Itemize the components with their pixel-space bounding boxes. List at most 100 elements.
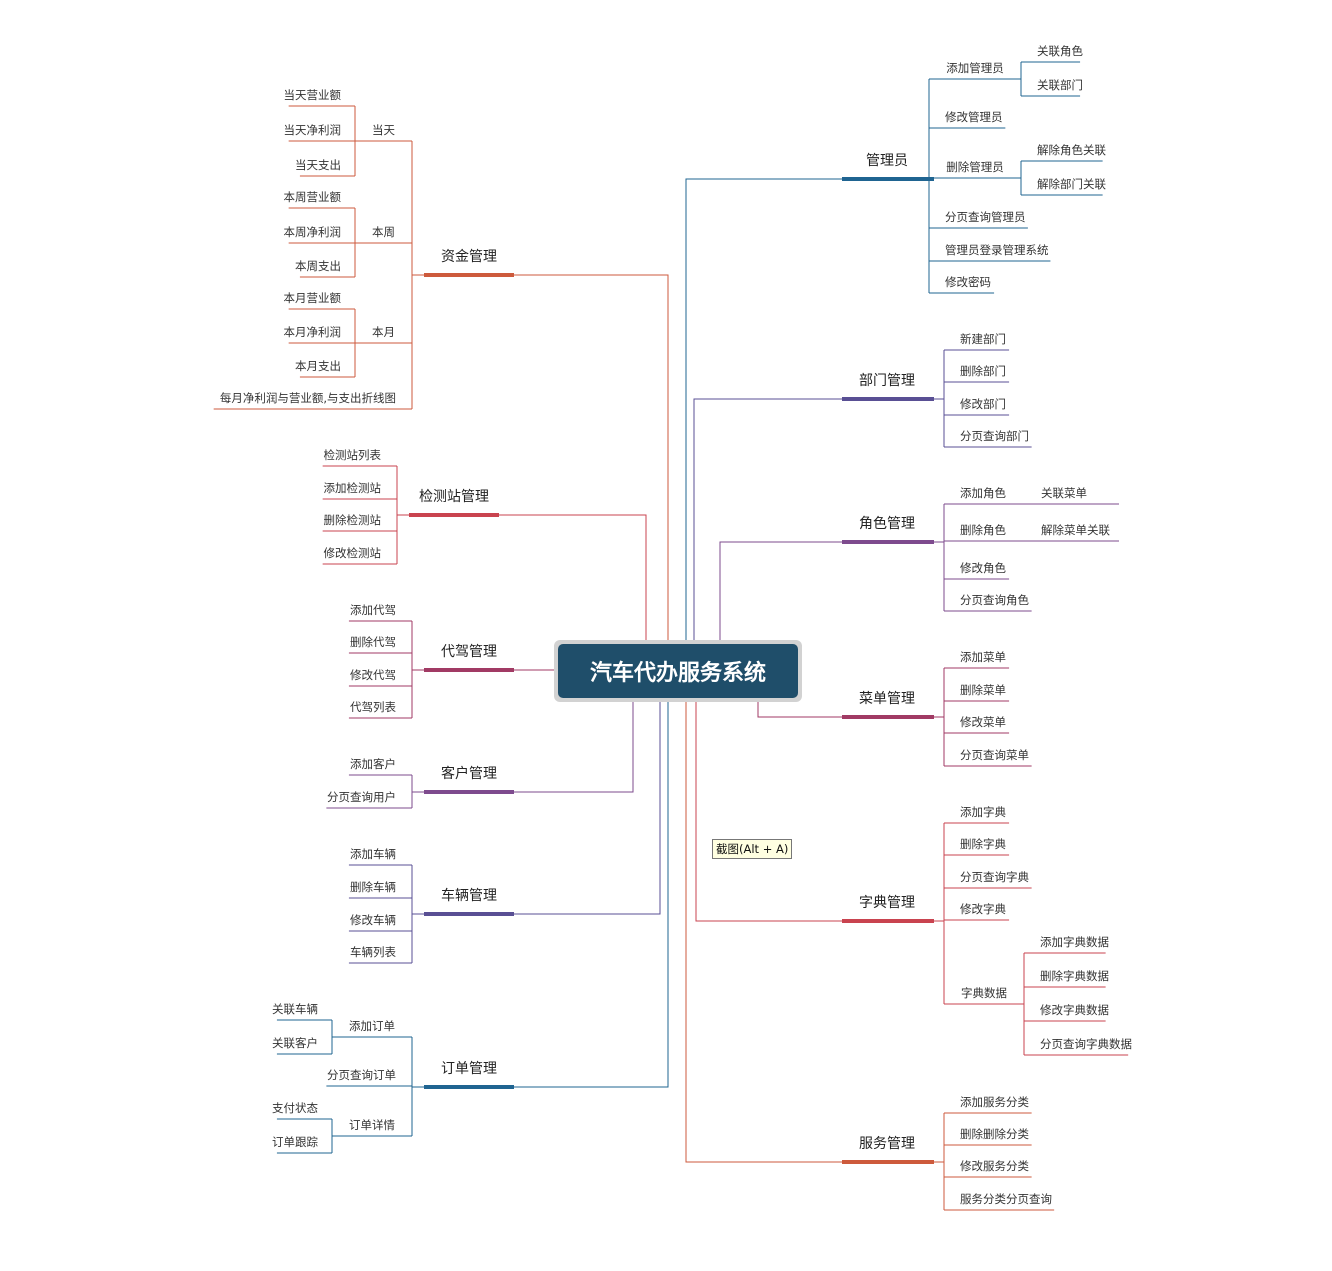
node-labels: 资金管理当天当天营业额当天净利润当天支出本周本周营业额本周净利润本周支出本月本月… [220, 44, 1133, 1206]
subtopic-label[interactable]: 字典数据 [961, 986, 1007, 1000]
subtopic-label[interactable]: 添加订单 [349, 1019, 395, 1033]
subtopic-label[interactable]: 当天 [372, 123, 395, 137]
subtopic-label[interactable]: 本周 [372, 225, 395, 239]
leaf-label[interactable]: 删除字典数据 [1040, 969, 1109, 983]
leaf-label[interactable]: 本月净利润 [284, 325, 342, 339]
leaf-label[interactable]: 本周营业额 [284, 190, 342, 204]
leaf-label[interactable]: 关联菜单 [1041, 486, 1087, 500]
subtopic-label[interactable]: 检测站列表 [324, 448, 382, 462]
branch-topic-1[interactable]: 检测站管理 [419, 489, 489, 505]
branch-connector [514, 640, 661, 915]
subtopic-label[interactable]: 服务分类分页查询 [960, 1192, 1052, 1206]
branch-topic-2[interactable]: 角色管理 [859, 515, 915, 532]
subtopic-label[interactable]: 修改部门 [960, 397, 1006, 411]
subtopic-label[interactable]: 修改菜单 [960, 715, 1006, 729]
subtopic-label[interactable]: 添加角色 [960, 486, 1006, 500]
subtopic-label[interactable]: 删除部门 [960, 364, 1006, 378]
subtopic-label[interactable]: 修改角色 [960, 561, 1006, 575]
branch-connector [499, 514, 647, 640]
subtopic-label[interactable]: 删除字典 [960, 837, 1006, 851]
subtopic-label[interactable]: 添加字典 [960, 805, 1006, 819]
branch-topic-1[interactable]: 部门管理 [859, 373, 915, 389]
leaf-label[interactable]: 解除部门关联 [1037, 177, 1106, 191]
leaf-label[interactable]: 关联客户 [272, 1036, 318, 1050]
subtopic-label[interactable]: 分页查询订单 [327, 1068, 396, 1082]
subtopic-label[interactable]: 订单详情 [349, 1118, 395, 1132]
leaf-label[interactable]: 关联部门 [1037, 78, 1083, 92]
subtopic-label[interactable]: 添加服务分类 [960, 1095, 1029, 1109]
subtopic-label[interactable]: 删除角色 [960, 523, 1006, 537]
branch-connector [685, 702, 842, 1163]
subtopic-label[interactable]: 分页查询角色 [960, 593, 1029, 607]
central-topic-label: 汽车代办服务系统 [590, 660, 766, 686]
leaf-label[interactable]: 关联角色 [1037, 44, 1083, 58]
leaf-label[interactable]: 修改字典数据 [1040, 1003, 1109, 1017]
subtopic-label[interactable]: 添加管理员 [946, 61, 1004, 75]
subtopic-label[interactable]: 删除菜单 [960, 683, 1006, 697]
subtopic-label[interactable]: 分页查询管理员 [945, 210, 1026, 224]
leaf-label[interactable]: 当天净利润 [284, 123, 342, 137]
connector-lines [213, 61, 1129, 1211]
subtopic-label[interactable]: 每月净利润与营业额,与支出折线图 [220, 391, 396, 405]
screenshot-tooltip: 截图(Alt + A) [712, 839, 793, 859]
leaf-label[interactable]: 分页查询字典数据 [1040, 1037, 1132, 1051]
subtopic-label[interactable]: 删除车辆 [350, 880, 396, 894]
leaf-label[interactable]: 订单跟踪 [272, 1135, 318, 1149]
leaf-label[interactable]: 解除菜单关联 [1041, 523, 1110, 537]
leaf-label[interactable]: 添加字典数据 [1040, 935, 1109, 949]
branch-topic-3[interactable]: 客户管理 [441, 765, 497, 782]
subtopic-label[interactable]: 修改检测站 [324, 546, 382, 560]
branch-connector [514, 274, 669, 640]
subtopic-label[interactable]: 车辆列表 [350, 945, 396, 959]
branch-connector [695, 702, 842, 922]
branch-topic-4[interactable]: 字典管理 [859, 895, 915, 911]
branch-connector [719, 541, 842, 640]
subtopic-label[interactable]: 添加车辆 [350, 847, 396, 861]
subtopic-label[interactable]: 修改密码 [945, 275, 991, 289]
subtopic-label[interactable]: 添加客户 [350, 757, 396, 771]
leaf-label[interactable]: 关联车辆 [272, 1002, 318, 1016]
subtopic-label[interactable]: 分页查询用户 [327, 790, 396, 804]
branch-topic-4[interactable]: 车辆管理 [441, 887, 497, 904]
subtopic-label[interactable]: 代驾列表 [350, 700, 396, 714]
subtopic-label[interactable]: 删除管理员 [946, 160, 1004, 174]
leaf-label[interactable]: 本周支出 [295, 259, 341, 273]
leaf-label[interactable]: 本周净利润 [284, 225, 342, 239]
branch-topic-0[interactable]: 资金管理 [441, 249, 497, 265]
subtopic-label[interactable]: 添加菜单 [960, 650, 1006, 664]
branch-topic-5[interactable]: 订单管理 [441, 1061, 497, 1077]
subtopic-label[interactable]: 新建部门 [960, 332, 1006, 346]
leaf-label[interactable]: 本月支出 [295, 359, 341, 373]
leaf-label[interactable]: 本月营业额 [284, 291, 342, 305]
branch-connector [693, 398, 842, 640]
subtopic-label[interactable]: 修改服务分类 [960, 1159, 1029, 1173]
subtopic-label[interactable]: 修改车辆 [350, 913, 396, 927]
branch-connector [514, 640, 669, 1088]
subtopic-label[interactable]: 删除代驾 [350, 635, 396, 649]
subtopic-label[interactable]: 分页查询部门 [960, 429, 1029, 443]
subtopic-label[interactable]: 添加代驾 [350, 603, 396, 617]
subtopic-label[interactable]: 删除检测站 [324, 513, 382, 527]
subtopic-label[interactable]: 分页查询字典 [960, 870, 1029, 884]
branch-topic-5[interactable]: 服务管理 [859, 1136, 915, 1152]
central-topic[interactable]: 汽车代办服务系统 [554, 640, 802, 702]
subtopic-label[interactable]: 修改字典 [960, 902, 1006, 916]
leaf-label[interactable]: 当天支出 [295, 158, 341, 172]
branch-connector [685, 178, 842, 640]
branch-topic-3[interactable]: 菜单管理 [859, 691, 915, 707]
branch-topic-2[interactable]: 代驾管理 [441, 644, 497, 660]
subtopic-label[interactable]: 修改代驾 [350, 668, 396, 682]
leaf-label[interactable]: 当天营业额 [284, 88, 342, 102]
branch-connector [757, 702, 842, 718]
subtopic-label[interactable]: 添加检测站 [324, 481, 382, 495]
subtopic-label[interactable]: 本月 [372, 325, 395, 339]
subtopic-label[interactable]: 删除删除分类 [960, 1127, 1029, 1141]
branch-topic-0[interactable]: 管理员 [866, 153, 908, 169]
leaf-label[interactable]: 支付状态 [272, 1101, 318, 1115]
subtopic-label[interactable]: 管理员登录管理系统 [945, 243, 1049, 257]
central-topic-box [558, 644, 798, 698]
subtopic-label[interactable]: 修改管理员 [945, 110, 1003, 124]
leaf-label[interactable]: 解除角色关联 [1037, 143, 1106, 157]
subtopic-label[interactable]: 分页查询菜单 [960, 748, 1029, 762]
